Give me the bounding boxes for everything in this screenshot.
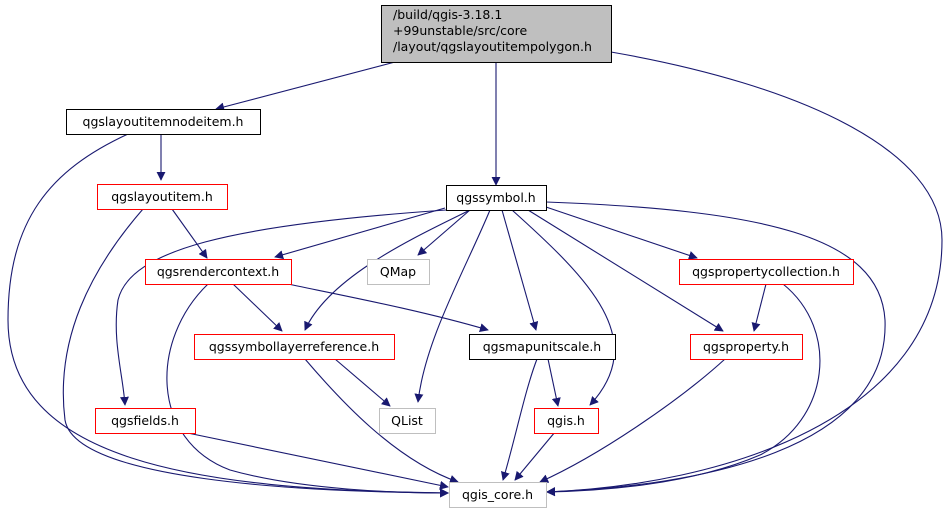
node-qgslayoutitem[interactable]: qgslayoutitem.h [97,184,228,210]
node-qgsrendercontext[interactable]: qgsrendercontext.h [145,259,292,285]
node-qlist: QList [379,408,436,434]
node-qgsmapunitscale[interactable]: qgsmapunitscale.h [469,334,616,360]
node-box [367,259,430,285]
node-qgsproperty[interactable]: qgsproperty.h [690,334,803,360]
edge-mapunitscale-core [501,358,538,481]
node-label: qgsproperty.h [703,339,789,354]
edge-rendercontext-mapunitscale [282,282,489,333]
node-box [449,482,547,508]
edge-symbol-qgis [511,209,615,406]
edge-symbol-symlayerref [304,209,471,331]
edge-symbol-fields [115,209,447,406]
node-label: QMap [380,264,416,279]
node-root[interactable]: /build/qgis-3.18.1+99unstable/src/core/l… [381,5,612,63]
edge-layoutitem-core [62,208,449,498]
node-qgspropertycollection[interactable]: qgspropertycollection.h [679,259,854,285]
node-box [679,259,854,285]
node-box [534,408,599,434]
node-box [145,259,292,285]
edge-qgis-core [514,431,556,481]
edge-symlayerref-qlist [334,358,391,407]
node-label: qgsrendercontext.h [157,264,279,279]
node-label: /layout/qgslayoutitempolygon.h [393,39,592,54]
edge-symbol-propcollection [545,206,698,260]
node-label: qgslayoutitemnodeitem.h [83,114,244,129]
node-layer: /build/qgis-3.18.1+99unstable/src/core/l… [66,5,854,508]
node-box [690,334,803,360]
node-label: qgssymbollayerreference.h [209,339,379,354]
edge-rendercontext-symlayerref [232,283,283,332]
edge-layer [7,51,943,498]
edge-symbol-rendercontext [274,207,446,260]
node-label: /build/qgis-3.18.1 [393,7,502,22]
edge-rendercontext-core [166,283,449,498]
node-qmap: QMap [367,259,430,285]
edge-root-nodeitem [215,61,396,112]
node-qgis[interactable]: qgis.h [534,408,599,434]
node-label: QList [391,413,423,428]
node-qgssymbol[interactable]: qgssymbol.h [446,185,547,211]
edge-property-core [539,358,726,483]
node-label: +99unstable/src/core [393,23,527,38]
node-qgslayoutitemnodeitem[interactable]: qgslayoutitemnodeitem.h [66,109,261,135]
node-label: qgssymbol.h [456,190,535,205]
node-label: qgis_core.h [462,487,533,502]
edge-symbol-qlist [414,209,491,403]
edge-propcollection-core [546,283,821,497]
node-box [446,185,547,211]
node-label: qgis.h [547,413,585,428]
node-label: qgsfields.h [111,413,179,428]
edge-symlayerref-core [304,358,459,484]
edge-fields-core [177,430,449,490]
node-box [379,408,436,434]
node-box [194,334,395,360]
node-qgssymbollayerreference[interactable]: qgssymbollayerreference.h [194,334,395,360]
edge-propcollection-property [751,283,767,332]
edge-mapunitscale-qgis [547,358,561,407]
node-label: qgspropertycollection.h [692,264,840,279]
edge-root-core [546,51,943,497]
edge-symbol-mapunitscale [501,209,539,331]
edge-symbol-property [527,209,724,332]
node-label: qgsmapunitscale.h [483,339,601,354]
node-box [95,408,196,434]
node-box [469,334,616,360]
edge-nodeitem-core [7,133,449,498]
node-qgsfields[interactable]: qgsfields.h [95,408,196,434]
node-box [381,5,612,63]
node-box [66,109,261,135]
edge-layoutitem-rendercontext [171,208,208,259]
node-box [97,184,228,210]
node-qgis-core: qgis_core.h [449,482,547,508]
node-label: qgslayoutitem.h [111,189,213,204]
edge-symbol-qmap [417,209,471,256]
